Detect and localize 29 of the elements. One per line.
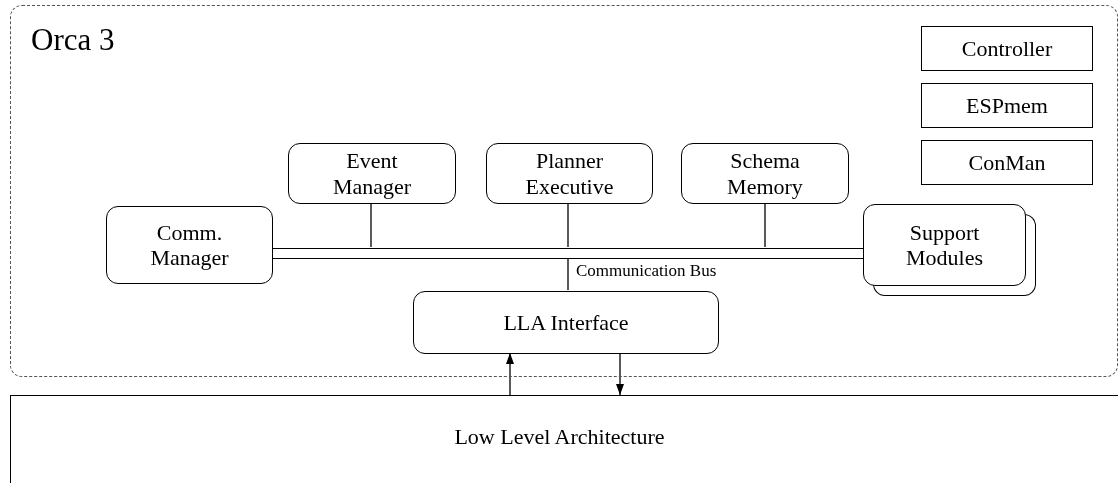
module-box [681,143,849,204]
node-label: Schema Memory [726,148,804,199]
communication-bus [273,248,863,259]
node-label: Low Level Architecture [454,424,665,450]
module-box [106,206,273,284]
connector-line [764,202,766,248]
node-label: Controller [961,35,1053,62]
connector-line [567,202,569,248]
node-label: Event Manager [331,148,413,199]
node-label: ESPmem [966,92,1048,119]
connector-line [370,202,372,248]
connector-line [567,257,569,291]
title: Orca 3 [31,22,115,58]
module-box [921,83,1093,128]
arrow [506,352,514,396]
module-box [921,26,1093,71]
module-box [486,143,653,204]
node-label: Comm. Manager [149,219,230,271]
module-box [921,140,1093,185]
system-boundary [10,5,1118,377]
node-label: ConMan [968,149,1046,176]
node-label: Planner Executive [524,148,615,199]
module-box [413,291,719,354]
node-label: Support Modules [905,219,984,271]
module-box [288,143,456,204]
arrow [616,352,624,396]
node-label: LLA Interface [503,309,629,336]
architecture-layer [10,395,1118,483]
bus-label: Communication Bus [576,261,717,281]
